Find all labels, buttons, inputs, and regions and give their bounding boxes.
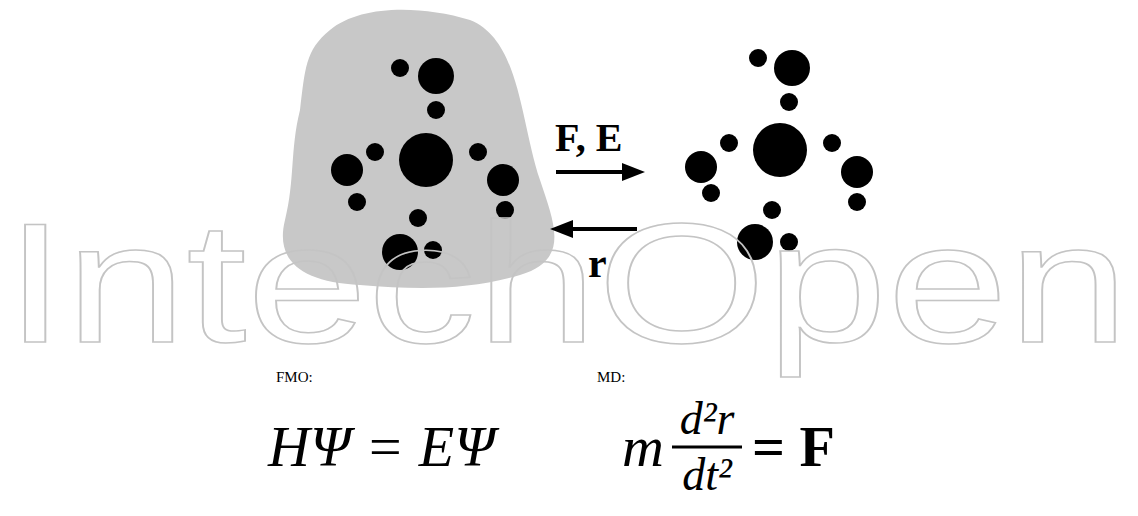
fraction-numerator: d²r bbox=[668, 396, 746, 442]
coordinate-label: r bbox=[588, 242, 607, 284]
force-term: = F bbox=[752, 418, 835, 476]
mass-symbol: m bbox=[622, 418, 664, 476]
transfer-label: F, E bbox=[555, 118, 622, 158]
fraction-denominator: dt² bbox=[668, 452, 746, 498]
watermark: IntechOpen bbox=[5, 198, 1129, 368]
method-label: FMO: bbox=[276, 370, 313, 385]
method-label: MD: bbox=[597, 370, 625, 385]
fraction-bar bbox=[672, 446, 742, 449]
right-arrow bbox=[556, 163, 645, 181]
schrodinger-equation: HΨ = EΨ bbox=[268, 418, 495, 476]
